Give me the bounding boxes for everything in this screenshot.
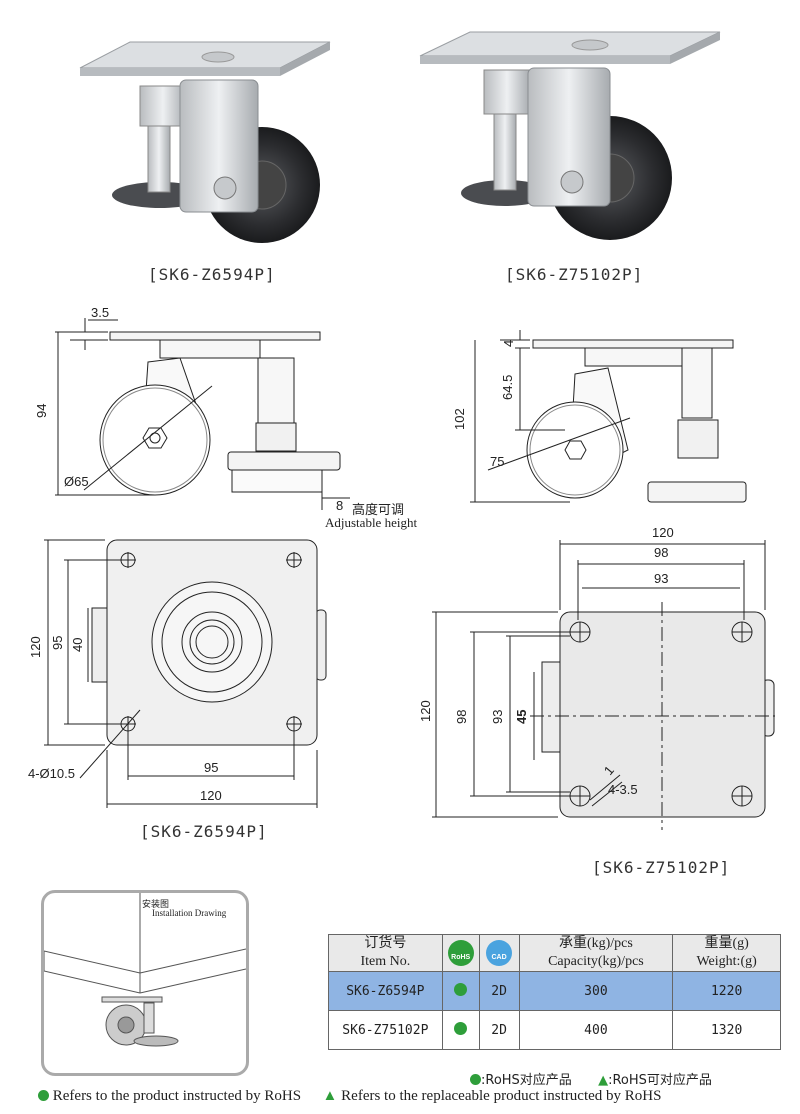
row-item: SK6-Z75102P bbox=[328, 1010, 443, 1050]
installation-drawing: 安装图 Installation Drawing bbox=[41, 890, 249, 1076]
header-item-cn: 订货号 bbox=[364, 936, 407, 951]
legend-cn: :RoHS对应产品 ▲:RoHS可对应产品 bbox=[470, 1069, 712, 1088]
top-view-caption-right: [SK6-Z75102P] bbox=[592, 858, 731, 877]
rohs-icon: RoHS bbox=[447, 940, 474, 966]
dim-height-left: 94 bbox=[34, 404, 49, 418]
legend-en: Refers to the product instructed by RoHS… bbox=[38, 1088, 661, 1105]
top-view-left: 120 95 40 95 120 4-Ø10.5 bbox=[28, 539, 327, 808]
spec-table-header: 订货号 Item No. RoHS CAD 承重(kg)/pcs Capacit… bbox=[328, 934, 781, 972]
spec-table: 订货号 Item No. RoHS CAD 承重(kg)/pcs Capacit… bbox=[328, 934, 781, 1050]
caster-photo-right bbox=[419, 31, 721, 240]
dim-h45-top-right: 45 bbox=[514, 710, 529, 724]
dim-width-top-left: 120 bbox=[200, 788, 222, 803]
row-item: SK6-Z6594P bbox=[328, 971, 443, 1011]
installation-title-en: Installation Drawing bbox=[152, 908, 227, 918]
dim-holes-top-right: 4-3.5 bbox=[608, 782, 638, 797]
dim-holes-top-left: 4-Ø10.5 bbox=[28, 766, 75, 781]
header-weight-cn: 重量(g) bbox=[704, 936, 749, 951]
row-rohs bbox=[441, 1010, 480, 1050]
header-cad: CAD bbox=[478, 934, 520, 972]
rohs-triangle-icon: ▲ bbox=[322, 1088, 338, 1104]
header-item: 订货号 Item No. bbox=[328, 934, 443, 972]
rohs-dot-icon bbox=[454, 1021, 468, 1035]
table-row: SK6-Z6594P 2D 300 1220 bbox=[328, 971, 781, 1011]
installation-illustration bbox=[44, 893, 246, 1047]
legend-rohs-replace-en: Refers to the replaceable product instru… bbox=[341, 1088, 662, 1104]
dim-holes-v-top-left: 95 bbox=[50, 636, 65, 650]
adjust-label-cn: 高度可调 bbox=[352, 502, 405, 517]
row-weight: 1220 bbox=[672, 971, 781, 1011]
dim-mid-right: 64.5 bbox=[500, 375, 515, 400]
dim-holes-h-top-left: 95 bbox=[204, 760, 218, 775]
header-weight-en: Weight:(g) bbox=[696, 954, 757, 969]
rohs-dot-icon bbox=[470, 1074, 481, 1085]
product-photos bbox=[79, 31, 721, 243]
row-weight: 1320 bbox=[672, 1010, 781, 1050]
dim-height-top-right: 120 bbox=[420, 700, 433, 722]
legend-rohs-en: Refers to the product instructed by RoHS bbox=[52, 1088, 302, 1104]
product-caption-left: [SK6-Z6594P] bbox=[148, 265, 276, 284]
dim-h98-top-right: 98 bbox=[454, 710, 469, 724]
installation-title-cn: 安装图 bbox=[142, 899, 170, 909]
header-item-en: Item No. bbox=[360, 954, 411, 969]
adjust-label-en: Adjustable height bbox=[325, 515, 418, 530]
table-row: SK6-Z75102P 2D 400 1320 bbox=[328, 1010, 781, 1050]
header-rohs: RoHS bbox=[441, 934, 480, 972]
header-capacity-cn: 承重(kg)/pcs bbox=[558, 936, 633, 951]
dim-top-left: 3.5 bbox=[91, 305, 109, 320]
row-cad[interactable]: 2D bbox=[478, 971, 520, 1011]
dim-height-top-left: 120 bbox=[28, 636, 43, 658]
header-weight: 重量(g) Weight:(g) bbox=[672, 934, 781, 972]
cad-icon: CAD bbox=[486, 940, 513, 966]
dim-width-top-right: 120 bbox=[652, 525, 674, 540]
row-capacity: 300 bbox=[518, 971, 674, 1011]
dim-wheel-right: 75 bbox=[490, 454, 504, 469]
legend-rohs-replace-cn: :RoHS可对应产品 bbox=[608, 1073, 712, 1088]
row-rohs bbox=[441, 971, 480, 1011]
row-capacity: 400 bbox=[518, 1010, 674, 1050]
dim-slot-top-left: 40 bbox=[70, 638, 85, 652]
side-view-right: 4 64.5 102 75 bbox=[452, 330, 747, 503]
rohs-dot-icon bbox=[454, 982, 468, 996]
legend-rohs-cn: :RoHS对应产品 bbox=[481, 1073, 572, 1088]
dim-h93-top-right: 93 bbox=[490, 710, 505, 724]
dim-w93-top-right: 93 bbox=[654, 571, 668, 586]
header-capacity: 承重(kg)/pcs Capacity(kg)/pcs bbox=[518, 934, 674, 972]
rohs-dot-icon bbox=[38, 1090, 49, 1101]
dim-adjust-left: 8 bbox=[336, 498, 343, 513]
side-view-left: 3.5 94 Ø65 8 bbox=[34, 305, 350, 513]
row-cad[interactable]: 2D bbox=[478, 1010, 520, 1050]
caster-photo-left bbox=[79, 41, 331, 243]
top-view-right: 120 98 93 120 98 93 45 1 4-3.5 bbox=[420, 525, 775, 830]
header-capacity-en: Capacity(kg)/pcs bbox=[548, 954, 644, 969]
dim-top-right: 4 bbox=[501, 340, 516, 347]
dim-height-right: 102 bbox=[452, 408, 467, 430]
dim-wheel-left: Ø65 bbox=[64, 474, 89, 489]
top-view-caption-left: [SK6-Z6594P] bbox=[140, 822, 268, 841]
dim-w98-top-right: 98 bbox=[654, 545, 668, 560]
rohs-triangle-icon: ▲ bbox=[598, 1073, 609, 1088]
product-caption-right: [SK6-Z75102P] bbox=[505, 265, 644, 284]
